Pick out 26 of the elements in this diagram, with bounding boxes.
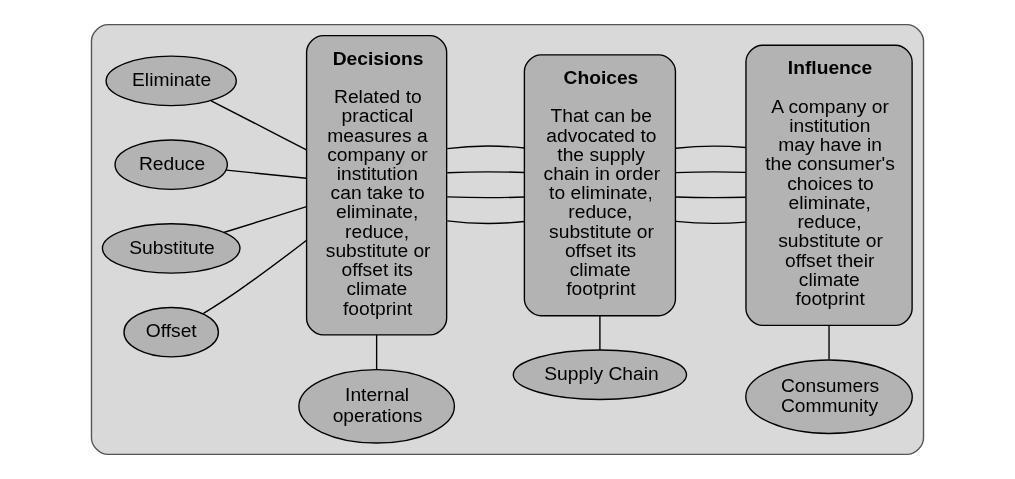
connector	[223, 206, 308, 234]
connector	[210, 100, 308, 151]
node-ellipse: Supply Chain	[512, 349, 688, 401]
node-ellipse: Reduce	[114, 139, 229, 191]
connector	[675, 196, 747, 199]
connector	[202, 239, 307, 315]
cluster	[90, 23, 925, 456]
node-box: Decisions Related to practical measures a company or institution can take to eliminate, reduce, substitute or offset its climate footprint	[305, 34, 448, 336]
connector	[828, 324, 830, 361]
node-ellipse: Eliminate	[105, 55, 237, 107]
connector	[446, 145, 525, 150]
node-box: Influence A company or institution may have in the consumer's choices to eliminate, reduce, substitute or offset their climate footprint	[745, 44, 913, 326]
node-ellipse: Offset	[123, 306, 220, 358]
connector	[446, 171, 525, 174]
node-ellipse: Substitute	[101, 223, 241, 274]
connector	[446, 196, 525, 199]
connector	[675, 171, 747, 174]
node-ellipse: Consumers Community	[745, 359, 913, 435]
connector	[675, 145, 747, 149]
connector	[675, 220, 747, 225]
connector	[446, 220, 525, 225]
connector	[599, 315, 601, 351]
node-box: Choices That can be advocated to the supply chain in order to eliminate, reduce, substitute or offset its climate footprint	[523, 54, 677, 317]
node-ellipse: Internal operations	[298, 368, 456, 444]
connector	[225, 169, 307, 179]
connector	[375, 334, 378, 370]
